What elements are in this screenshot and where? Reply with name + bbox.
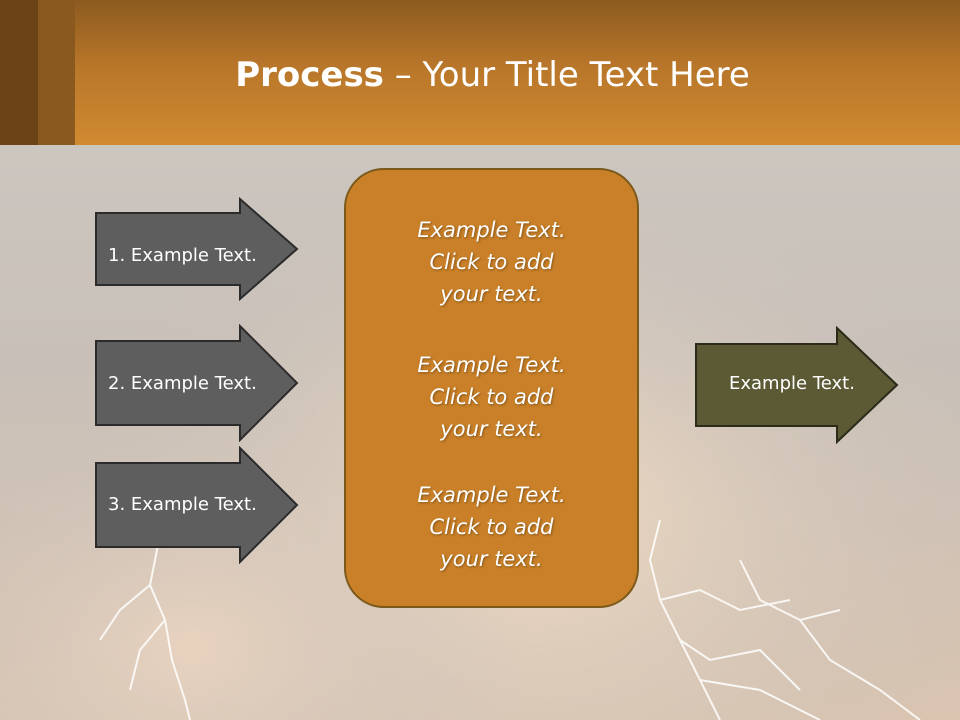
title-header-bar: [0, 0, 960, 145]
result-arrow[interactable]: [694, 326, 900, 444]
center-text-item-1: Example Text. Click to add your text.: [417, 218, 566, 306]
process-arrow-2-label: 2. Example Text.: [108, 373, 257, 394]
header-accent-stripe: [0, 0, 38, 145]
process-arrow-1[interactable]: [94, 197, 300, 301]
slide-title-bold: Process: [235, 55, 384, 95]
process-arrow-3-label: 3. Example Text.: [108, 494, 257, 515]
center-text-item-2: Example Text. Click to add your text.: [417, 353, 566, 441]
slide-title[interactable]: Process – Your Title Text Here: [0, 52, 960, 98]
center-text-item-3: Example Text. Click to add your text.: [417, 483, 566, 571]
center-text-box[interactable]: Example Text. Click to add your text. Ex…: [344, 168, 639, 608]
result-arrow-label: Example Text.: [729, 373, 855, 394]
process-arrow-2[interactable]: [94, 324, 300, 442]
process-arrow-1-label: 1. Example Text.: [108, 245, 257, 266]
header-accent-stripe: [38, 0, 75, 145]
process-arrow-3[interactable]: [94, 446, 300, 564]
slide-title-rest: – Your Title Text Here: [383, 55, 750, 95]
